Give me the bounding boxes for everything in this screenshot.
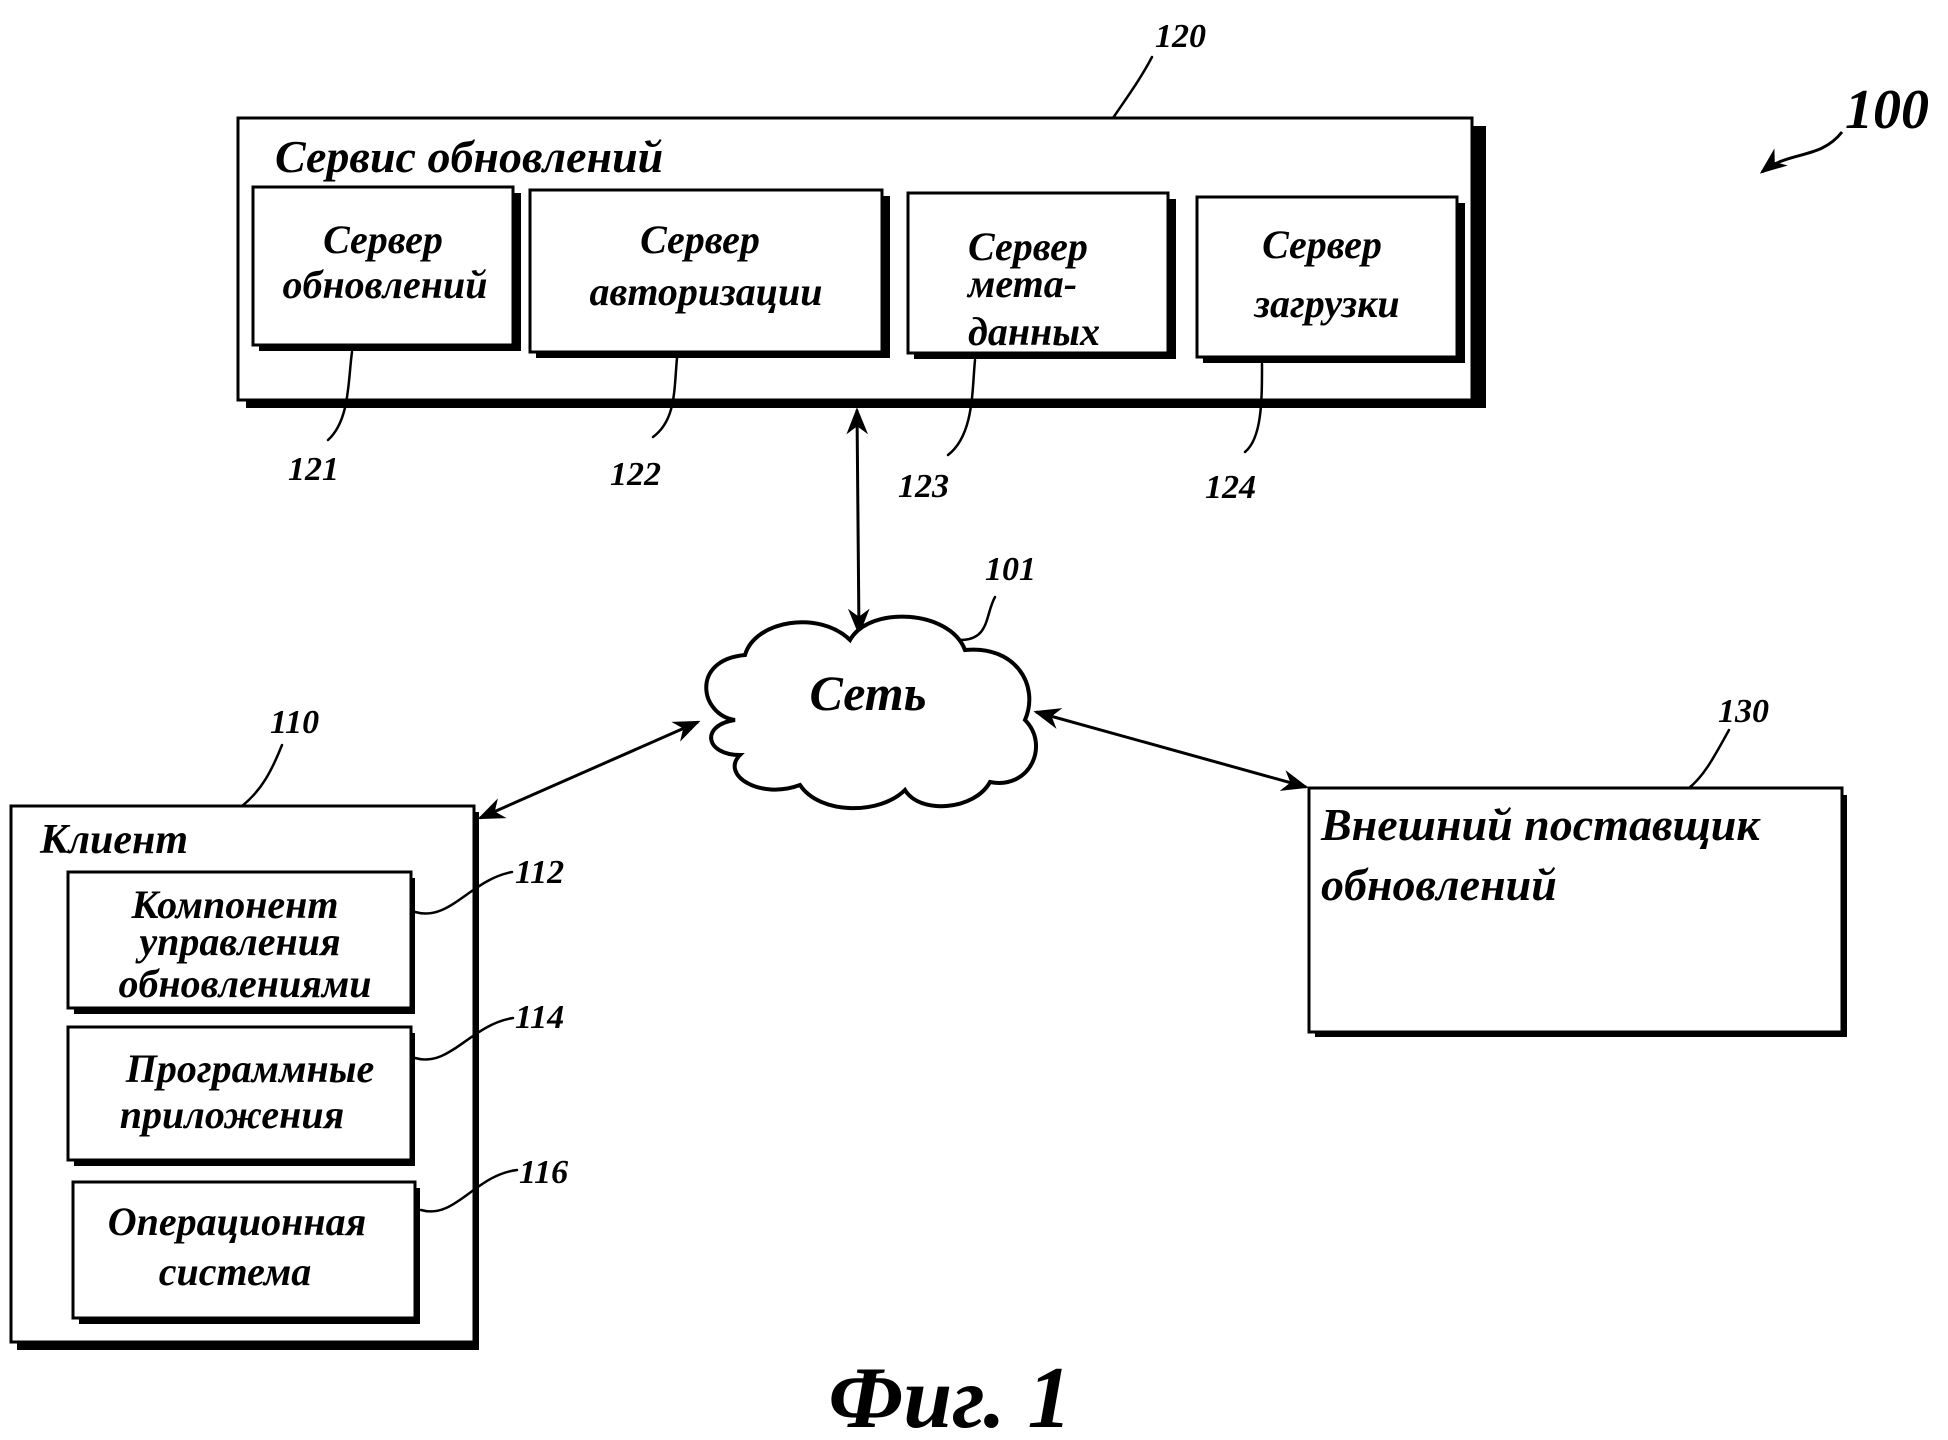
external-provider-line-1: Внешний поставщик [1320,799,1761,850]
update-service-group: Сервис обновлений 120 Сервер обновлений … [236,18,1486,506]
leader-line-122 [651,356,679,439]
leader-line-124 [1243,362,1264,454]
update-service-title: Сервис обновлений [275,131,663,182]
leader-line-130 [1687,728,1731,790]
server-download: Сервер загрузки 124 [1195,195,1465,506]
operating-system-line-1: Операционная [108,1199,366,1244]
server-metadata-line-1: Сервер [968,224,1088,269]
update-management-line-2: управления [135,919,340,964]
server-update-line-2: обновлений [282,262,487,307]
network-label: Сеть [810,665,927,721]
ref-label-130: 130 [1718,693,1769,730]
ref-label-121: 121 [288,451,339,488]
operating-system-box [71,1180,417,1320]
update-management-component: Компонент управления обновлениями 112 [66,854,564,1014]
network-cloud: Сеть 101 [704,551,1038,811]
server-update-box [251,185,515,347]
ref-label-112: 112 [515,854,564,891]
server-authorization-line-2: авторизации [589,269,822,314]
server-download-line-2: загрузки [1253,281,1399,326]
software-applications-line-2: приложения [120,1092,344,1137]
ref-label-116: 116 [519,1154,568,1191]
figure-ref-100: 100 [1759,79,1929,174]
server-download-line-1: Сервер [1262,222,1382,267]
server-update: Сервер обновлений 121 [251,185,521,488]
leader-line-123 [946,358,977,457]
server-metadata-line-3: данных [968,309,1100,354]
server-authorization: Сервер авторизации 122 [528,188,890,493]
ref-label-124: 124 [1205,469,1256,506]
server-update-line-1: Сервер [323,217,443,262]
ref-label-122: 122 [610,456,661,493]
ref-label-120: 120 [1155,18,1206,55]
server-authorization-line-1: Сервер [640,217,760,262]
figure-caption: Фиг. 1 [828,1350,1071,1440]
external-provider-box [1307,786,1844,1034]
figure-ref-label: 100 [1845,79,1929,141]
ref-label-110: 110 [270,704,319,741]
server-metadata-line-2: мета- [966,261,1077,306]
update-management-line-1: Компонент [130,882,338,927]
leader-line-112 [413,870,514,915]
client-title: Клиент [39,817,188,863]
update-management-box [66,870,413,1010]
server-metadata: Сервер мета- данных 123 [898,191,1176,505]
leader-line-101 [958,595,997,642]
leader-line-121 [326,350,354,442]
provider-network-connector [1033,708,1309,791]
service-network-connector [846,407,870,636]
software-applications-component: Программные приложения 114 [66,999,564,1166]
software-applications-line-1: Программные [125,1046,374,1091]
external-provider-group: Внешний поставщик обновлений 130 [1307,693,1847,1037]
client-network-connector [477,720,701,820]
update-management-line-3: обновлениями [118,961,371,1006]
ref-label-123: 123 [898,468,949,505]
external-provider-line-2: обновлений [1321,859,1557,910]
leader-line-116 [419,1168,519,1213]
leader-line-110 [240,743,284,808]
client-group: Клиент 110 Компонент управления обновлен… [9,704,568,1350]
server-download-box [1195,195,1459,359]
software-applications-box [66,1025,413,1162]
operating-system-component: Операционная система 116 [71,1154,568,1324]
figure-ref-arrow [1759,131,1844,174]
operating-system-line-2: система [159,1249,312,1294]
leader-line-120 [1111,55,1154,120]
server-metadata-box [906,191,1170,355]
server-authorization-box [528,188,884,354]
ref-label-101: 101 [985,551,1036,588]
ref-label-114: 114 [515,999,564,1036]
leader-line-114 [413,1016,515,1061]
